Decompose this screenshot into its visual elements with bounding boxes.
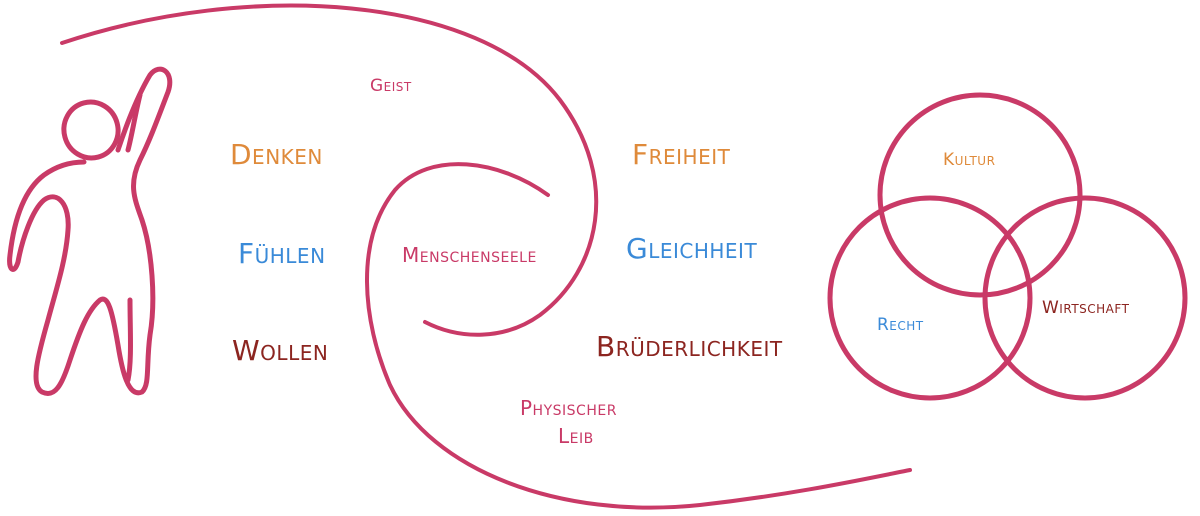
label-bruederlichkeit: Brüderlichkeit: [596, 330, 783, 363]
label-leib: Leib: [558, 424, 594, 448]
human-figure: [7, 66, 173, 396]
label-recht: Recht: [877, 315, 924, 335]
label-wollen: Wollen: [232, 334, 329, 367]
figure-leg-detail: [125, 297, 133, 383]
venn-circle-recht: [827, 195, 1033, 401]
label-wirtschaft: Wirtschaft: [1042, 298, 1130, 318]
label-fuehlen: Fühlen: [238, 237, 326, 270]
label-kultur: Kultur: [943, 150, 996, 170]
label-freiheit: Freiheit: [632, 138, 731, 171]
venn-circle-kultur: [877, 92, 1083, 298]
figure-body: [7, 66, 173, 396]
label-physischer: Physischer: [520, 396, 617, 420]
label-menschenseele: Menschenseele: [402, 243, 537, 267]
spiral-line: [60, 3, 599, 337]
figure-arm-detail: [125, 92, 143, 153]
spiral-inner-line: [365, 162, 912, 510]
label-gleichheit: Gleichheit: [626, 232, 758, 265]
label-geist: Geist: [370, 76, 412, 96]
figure-head: [61, 99, 121, 161]
label-denken: Denken: [230, 138, 323, 171]
venn-circle-wirtschaft: [982, 195, 1188, 401]
venn-diagram: [827, 92, 1188, 401]
